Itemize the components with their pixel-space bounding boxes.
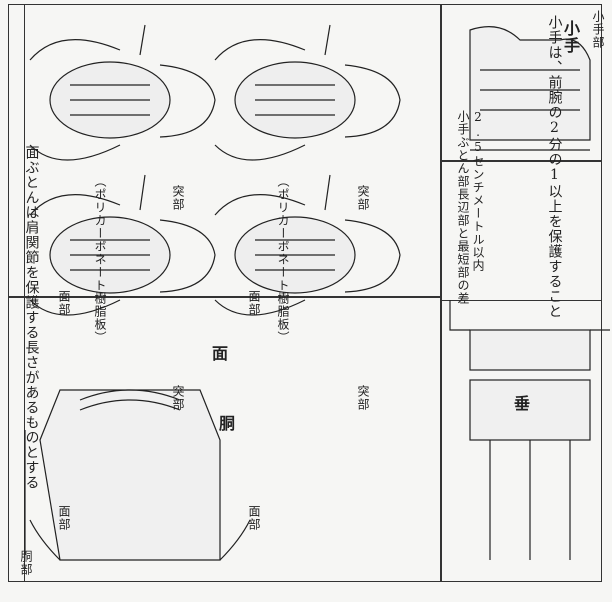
men-illustration-1 [29, 174, 216, 316]
men-label-menbu-4: 面部 [247, 290, 261, 316]
divider-horizontal-middle [8, 296, 440, 298]
men-section-title: 面 [209, 345, 228, 362]
men-label-tsukibu-2: 突部 [356, 385, 370, 411]
men-label-tsukibu-4: 突部 [356, 185, 370, 211]
do-section-title: 胴 [216, 415, 235, 432]
kote-note-diff: 小手ぶとん部長辺部と最短部の差 [456, 110, 470, 305]
tare-section-title: 垂 [511, 395, 530, 412]
men-polycarbonate-note-2: （ポリカーボネート樹脂板） [276, 175, 290, 344]
men-label-menbu-1: 面部 [57, 505, 71, 531]
do-label-dobu: 胴部 [19, 550, 33, 576]
men-label-tsukibu-3: 突部 [171, 185, 185, 211]
men-label-tsukibu-1: 突部 [171, 385, 185, 411]
divider-vertical-left [24, 4, 25, 582]
kote-illustration [469, 26, 591, 151]
do-illustration [24, 389, 251, 561]
page-frame [8, 4, 602, 582]
men-illustration-3 [29, 24, 216, 161]
men-polycarbonate-note-1: （ポリカーボネート樹脂板） [93, 175, 107, 344]
men-illustration-4 [214, 24, 401, 161]
divider-vertical-right [440, 4, 442, 582]
kote-section-title: 小手 [561, 20, 580, 54]
kote-note-width: 2.5センチメートル以内 [471, 110, 485, 272]
men-label-menbu-2: 面部 [247, 505, 261, 531]
divider-tare [440, 300, 602, 301]
divider-horizontal-right [440, 160, 602, 162]
tare-illustration [449, 300, 610, 560]
men-label-menbu-3: 面部 [57, 290, 71, 316]
kote-rule-text: 小手は、前腕の2分の1以上を保護すること [546, 15, 563, 319]
men-illustration-2 [214, 174, 401, 316]
kote-label-kotebu: 小手部 [591, 10, 605, 49]
men-rule-text: 面ぶとんは肩関節を保護する長さがあるものとする [23, 145, 40, 490]
